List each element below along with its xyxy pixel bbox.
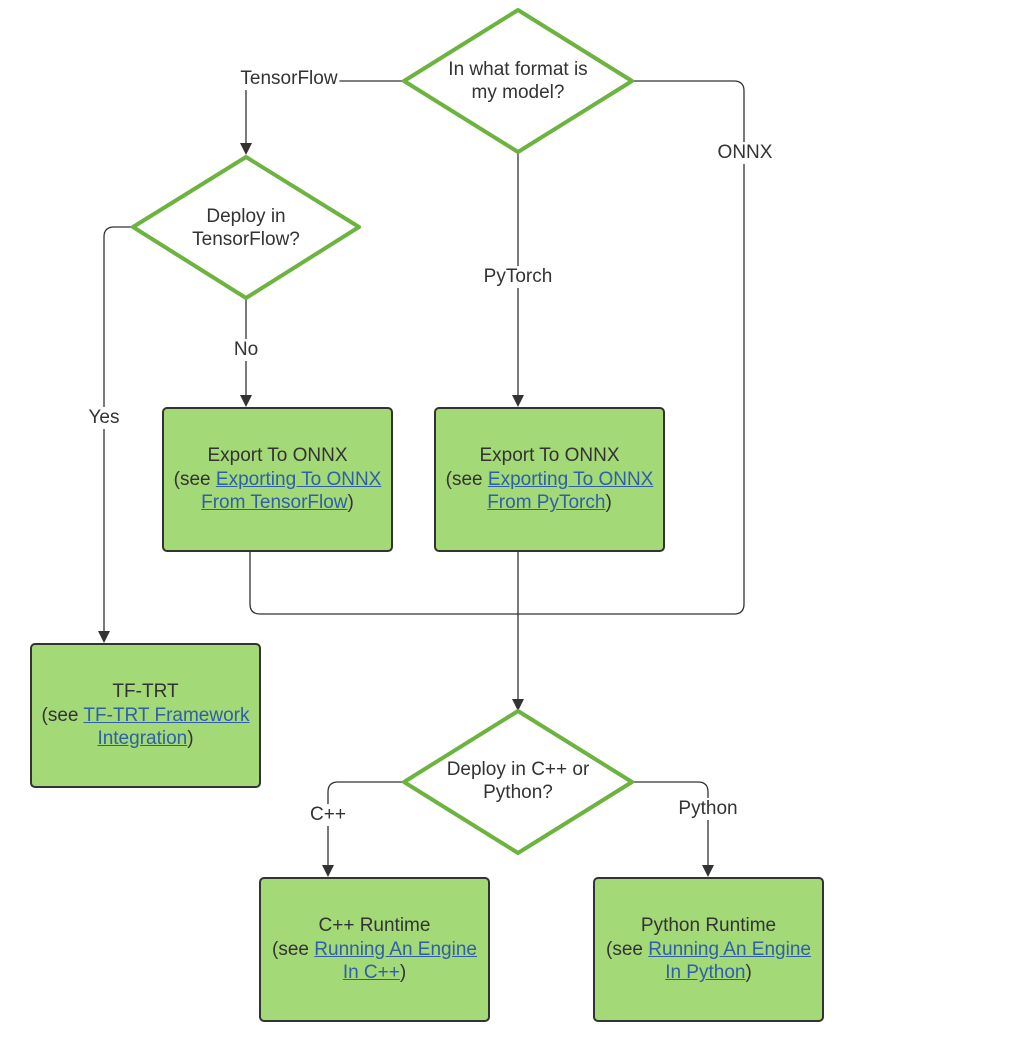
edge-label-onnx: ONNX (715, 142, 775, 164)
link-running-engine-cpp-line2[interactable]: In C++ (342, 962, 400, 984)
decision-deploy-language-line2: Python? (483, 782, 553, 803)
edge-label-yes: Yes (86, 407, 122, 429)
edge-label-tensorflow: TensorFlow (238, 68, 340, 90)
box-export-pytorch-text: Export To ONNX (see Exporting To ONNX Fr… (435, 408, 664, 551)
decision-model-format-line1: In what format is (448, 58, 588, 80)
box-python-runtime-title: Python Runtime (640, 915, 777, 937)
edge-label-no: No (231, 339, 261, 361)
box-python-runtime-text: Python Runtime (see Running An Engine In… (594, 878, 823, 1021)
box-cpp-runtime-title: C++ Runtime (318, 915, 431, 937)
link-exporting-onnx-pytorch-line2[interactable]: From PyTorch (487, 492, 606, 514)
decision-deploy-language-text: Deploy in C++ or Python? (418, 741, 618, 821)
box-export-tensorflow-text: Export To ONNX (see Exporting To ONNX Fr… (163, 408, 392, 551)
decision-deploy-tensorflow-text: Deploy in TensorFlow? (146, 188, 346, 268)
link-running-engine-cpp-line1[interactable]: Running An Engine (314, 938, 477, 960)
box-export-pytorch-see: (see (445, 468, 488, 490)
decision-deploy-tensorflow (131, 155, 361, 300)
box-python-runtime-suffix: ) (745, 962, 752, 984)
edge-tensorflow (240, 80, 404, 155)
link-exporting-onnx-pytorch-line1[interactable]: Exporting To ONNX (487, 468, 654, 490)
box-tftrt-title: TF-TRT (112, 681, 179, 703)
edge-export-tf-merge (249, 551, 518, 615)
box-export-tensorflow-title: Export To ONNX (207, 445, 348, 467)
link-running-engine-python-line2[interactable]: In Python (665, 962, 746, 984)
box-export-tensorflow-suffix: ) (347, 492, 354, 514)
box-tftrt-see: (see (41, 704, 84, 726)
decision-model-format-line2: my model? (471, 82, 565, 103)
decision-deploy-language-line1: Deploy in C++ or (446, 758, 590, 780)
decision-model-format-text: In what format is my model? (418, 41, 618, 121)
box-export-tensorflow-see: (see (173, 468, 216, 490)
link-tftrt-framework-line1[interactable]: TF-TRT Framework (83, 704, 250, 726)
box-tftrt-text: TF-TRT (see TF-TRT Framework Integration… (31, 644, 260, 787)
link-exporting-onnx-tensorflow-line1[interactable]: Exporting To ONNX (215, 468, 382, 490)
box-export-tensorflow (162, 407, 393, 552)
box-export-pytorch (434, 407, 665, 552)
link-running-engine-python-line1[interactable]: Running An Engine (648, 938, 811, 960)
box-export-pytorch-suffix: ) (605, 492, 612, 514)
box-python-runtime-see: (see (606, 938, 649, 960)
edge-label-python: Python (676, 798, 740, 820)
link-tftrt-framework-line2[interactable]: Integration (97, 728, 188, 750)
edge-yes (98, 226, 133, 643)
box-tftrt (30, 643, 261, 788)
edge-label-pytorch: PyTorch (481, 266, 555, 288)
box-python-runtime (593, 877, 824, 1022)
box-cpp-runtime (259, 877, 490, 1022)
decision-model-format (402, 8, 634, 154)
edge-onnx (518, 80, 745, 615)
edge-label-cpp: C++ (308, 804, 348, 826)
decision-deploy-tensorflow-line2: TensorFlow? (192, 229, 300, 250)
box-cpp-runtime-suffix: ) (399, 962, 407, 984)
box-export-pytorch-title: Export To ONNX (479, 445, 620, 467)
box-cpp-runtime-see: (see (272, 938, 315, 960)
box-cpp-runtime-text: C++ Runtime (see Running An Engine In C+… (260, 878, 489, 1021)
decision-deploy-language (402, 709, 634, 855)
box-tftrt-suffix: ) (187, 728, 194, 750)
edge-python (632, 781, 714, 877)
link-exporting-onnx-tensorflow-line2[interactable]: From TensorFlow (201, 492, 348, 514)
edge-cpp (322, 781, 404, 877)
decision-deploy-tensorflow-line1: Deploy in (206, 205, 286, 227)
